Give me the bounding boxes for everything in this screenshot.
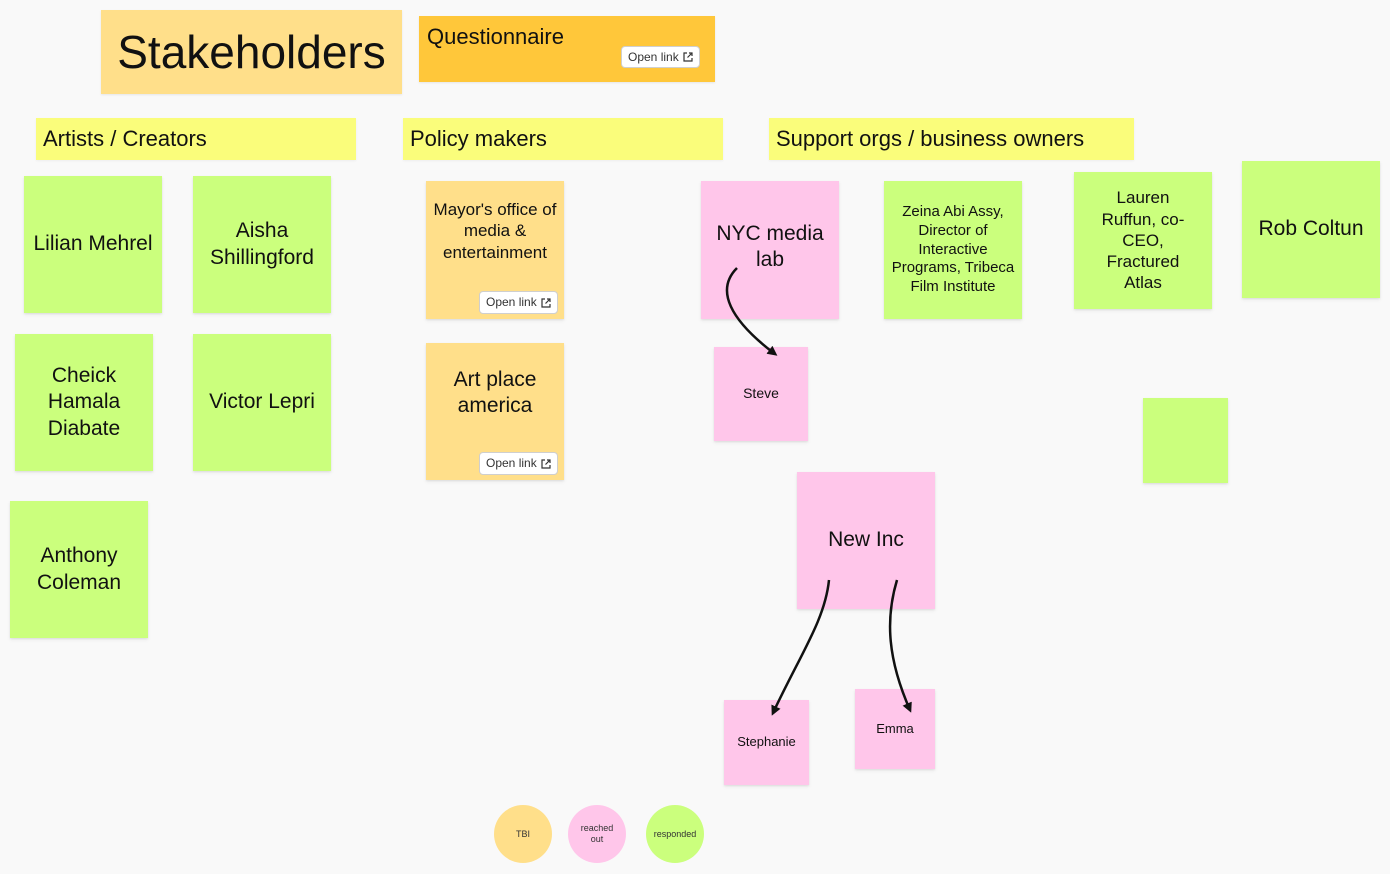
questionnaire-sticky[interactable]: Questionnaire Open link xyxy=(419,16,715,82)
sticky-lauren-ruffun[interactable]: Lauren Ruffun, co-CEO, Fractured Atlas xyxy=(1074,172,1212,309)
legend-label: reached out xyxy=(580,823,614,844)
section-header-support[interactable]: Support orgs / business owners xyxy=(769,118,1134,160)
legend-label: TBI xyxy=(515,828,530,839)
sticky-steve[interactable]: Steve xyxy=(714,347,808,441)
sticky-text: Aisha Shillingford xyxy=(210,219,314,269)
sticky-text: Emma xyxy=(876,720,914,736)
sticky-nyc-media-lab[interactable]: NYC media lab xyxy=(701,181,839,319)
sticky-text: New Inc xyxy=(828,528,904,552)
art-place-open-link-button[interactable]: Open link xyxy=(479,452,558,475)
section-header-label: Support orgs / business owners xyxy=(776,126,1085,151)
external-link-icon xyxy=(541,458,551,469)
external-link-icon xyxy=(541,297,551,308)
legend-reached-out[interactable]: reached out xyxy=(568,805,626,863)
sticky-text: Lauren Ruffun, co-CEO, Fractured Atlas xyxy=(1101,188,1185,293)
sticky-lilian-mehrel[interactable]: Lilian Mehrel xyxy=(24,176,162,313)
sticky-mayors-office[interactable]: Mayor's office of media & entertainment … xyxy=(426,181,564,319)
sticky-stephanie[interactable]: Stephanie xyxy=(724,700,809,785)
sticky-blank[interactable] xyxy=(1143,398,1228,483)
section-header-label: Artists / Creators xyxy=(43,126,207,151)
open-link-label: Open link xyxy=(486,456,537,470)
sticky-text: Mayor's office of media & entertainment xyxy=(433,200,557,262)
mayors-office-open-link-button[interactable]: Open link xyxy=(479,291,558,314)
sticky-text: Lilian Mehrel xyxy=(33,232,153,256)
legend-tbi[interactable]: TBI xyxy=(494,805,552,863)
sticky-rob-coltun[interactable]: Rob Coltun xyxy=(1242,161,1380,298)
sticky-text: Steve xyxy=(743,385,779,402)
sticky-text: Victor Lepri xyxy=(209,390,315,414)
sticky-text: Stephanie xyxy=(737,734,796,750)
sticky-new-inc[interactable]: New Inc xyxy=(797,472,935,609)
questionnaire-open-link-button[interactable]: Open link xyxy=(621,46,700,68)
questionnaire-title: Questionnaire xyxy=(427,24,564,49)
section-header-policy[interactable]: Policy makers xyxy=(403,118,723,160)
sticky-victor-lepri[interactable]: Victor Lepri xyxy=(193,334,331,471)
sticky-text: Rob Coltun xyxy=(1258,217,1364,241)
external-link-icon xyxy=(683,52,693,62)
section-header-artists[interactable]: Artists / Creators xyxy=(36,118,356,160)
sticky-text: NYC media lab xyxy=(716,222,824,272)
open-link-label: Open link xyxy=(486,295,537,309)
sticky-emma[interactable]: Emma xyxy=(855,689,935,769)
board-title-sticky[interactable]: Stakeholders xyxy=(101,10,402,94)
sticky-cheick-hamala-diabate[interactable]: Cheick Hamala Diabate xyxy=(15,334,153,471)
sticky-art-place-america[interactable]: Art place america Open link xyxy=(426,343,564,480)
sticky-aisha-shillingford[interactable]: Aisha Shillingford xyxy=(193,176,331,313)
legend-responded[interactable]: responded xyxy=(646,805,704,863)
sticky-text: Anthony Coleman xyxy=(36,544,122,594)
section-header-label: Policy makers xyxy=(410,126,547,151)
sticky-text: Art place america xyxy=(453,368,537,418)
sticky-text: Cheick Hamala Diabate xyxy=(47,364,121,440)
sticky-text: Zeina Abi Assy, Director of Interactive … xyxy=(891,203,1015,296)
board-title: Stakeholders xyxy=(117,26,386,78)
sticky-zeina-abi-assy[interactable]: Zeina Abi Assy, Director of Interactive … xyxy=(884,181,1022,319)
legend-label: responded xyxy=(653,828,697,839)
open-link-label: Open link xyxy=(628,50,679,64)
sticky-anthony-coleman[interactable]: Anthony Coleman xyxy=(10,501,148,638)
